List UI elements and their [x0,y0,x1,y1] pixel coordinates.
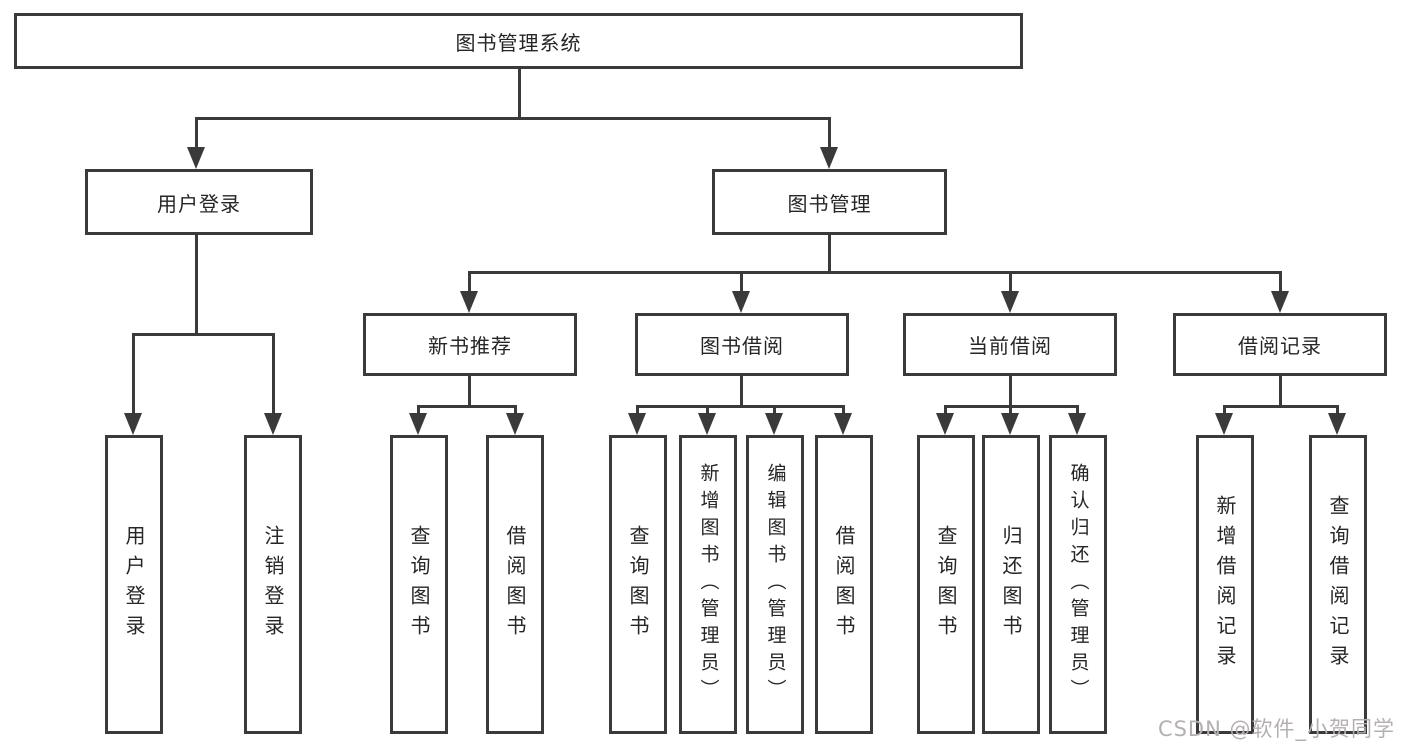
arrowhead-down-icon [1215,413,1233,435]
arrowhead-down-icon [409,413,427,435]
connector-line [828,235,831,274]
arrowhead-down-icon [1328,413,1346,435]
csdn-watermark: CSDN @软件_小贺同学 [1157,717,1395,741]
arrowhead-down-icon [1068,413,1086,435]
connector-line [132,333,275,336]
connector-line [1009,405,1012,417]
arrowhead-down-icon [936,413,954,435]
connector-line [195,235,198,336]
node-root: 图书管理系统 [14,13,1023,69]
connector-line [1336,405,1339,417]
node-book-management: 图书管理 [712,169,947,235]
node-confirm-return-admin: 确认归还（管理员） [1049,435,1107,734]
connector-line [1223,405,1226,417]
connector-line [1009,376,1012,408]
connector-line [272,333,275,415]
arrowhead-down-icon [264,413,282,435]
arrowhead-down-icon [628,413,646,435]
connector-line [636,405,845,408]
connector-line [828,117,831,150]
arrowhead-down-icon [1271,291,1289,313]
arrowhead-down-icon [460,291,478,313]
connector-line [842,405,845,417]
node-current-borrowing: 当前借阅 [903,313,1117,376]
connector-line [1009,271,1012,295]
connector-line [417,405,517,408]
arrowhead-down-icon [765,413,783,435]
connector-line [195,117,831,120]
connector-line [132,333,135,415]
node-add-books-admin: 新增图书（管理员） [679,435,737,734]
connector-line [1279,271,1282,295]
arrowhead-down-icon [820,147,838,169]
connector-line [518,69,521,118]
connector-line [706,405,709,417]
connector-line [740,271,743,295]
arrowhead-down-icon [1001,291,1019,313]
arrowhead-down-icon [834,413,852,435]
node-current-query-books: 查询图书 [917,435,975,734]
connector-line [468,271,1282,274]
node-borrowing-borrow-books: 借阅图书 [815,435,873,734]
node-book-borrowing: 图书借阅 [635,313,849,376]
node-recommend-query-books: 查询图书 [390,435,448,734]
node-query-borrow-record: 查询借阅记录 [1309,435,1367,734]
connector-line [468,376,471,408]
connector-line [1279,376,1282,408]
arrowhead-down-icon [124,413,142,435]
node-user-login: 用户登录 [85,169,313,235]
node-add-borrow-record: 新增借阅记录 [1196,435,1254,734]
connector-line [417,405,420,417]
arrowhead-down-icon [187,147,205,169]
node-return-books: 归还图书 [982,435,1040,734]
connector-line [1223,405,1339,408]
node-new-book-recommend: 新书推荐 [363,313,577,376]
arrowhead-down-icon [732,291,750,313]
connector-line [944,405,947,417]
node-logout: 注销登录 [244,435,302,734]
node-edit-books-admin: 编辑图书（管理员） [746,435,804,734]
node-recommend-borrow-books: 借阅图书 [486,435,544,734]
arrowhead-down-icon [698,413,716,435]
connector-line [514,405,517,417]
arrowhead-down-icon [1001,413,1019,435]
node-user-login-leaf: 用户登录 [105,435,163,734]
node-borrowing-query-books: 查询图书 [609,435,667,734]
arrowhead-down-icon [506,413,524,435]
connector-line [468,271,471,295]
connector-line [195,117,198,150]
connector-line [740,376,743,408]
connector-line [636,405,639,417]
node-borrow-records: 借阅记录 [1173,313,1387,376]
connector-line [1076,405,1079,417]
connector-line [773,405,776,417]
